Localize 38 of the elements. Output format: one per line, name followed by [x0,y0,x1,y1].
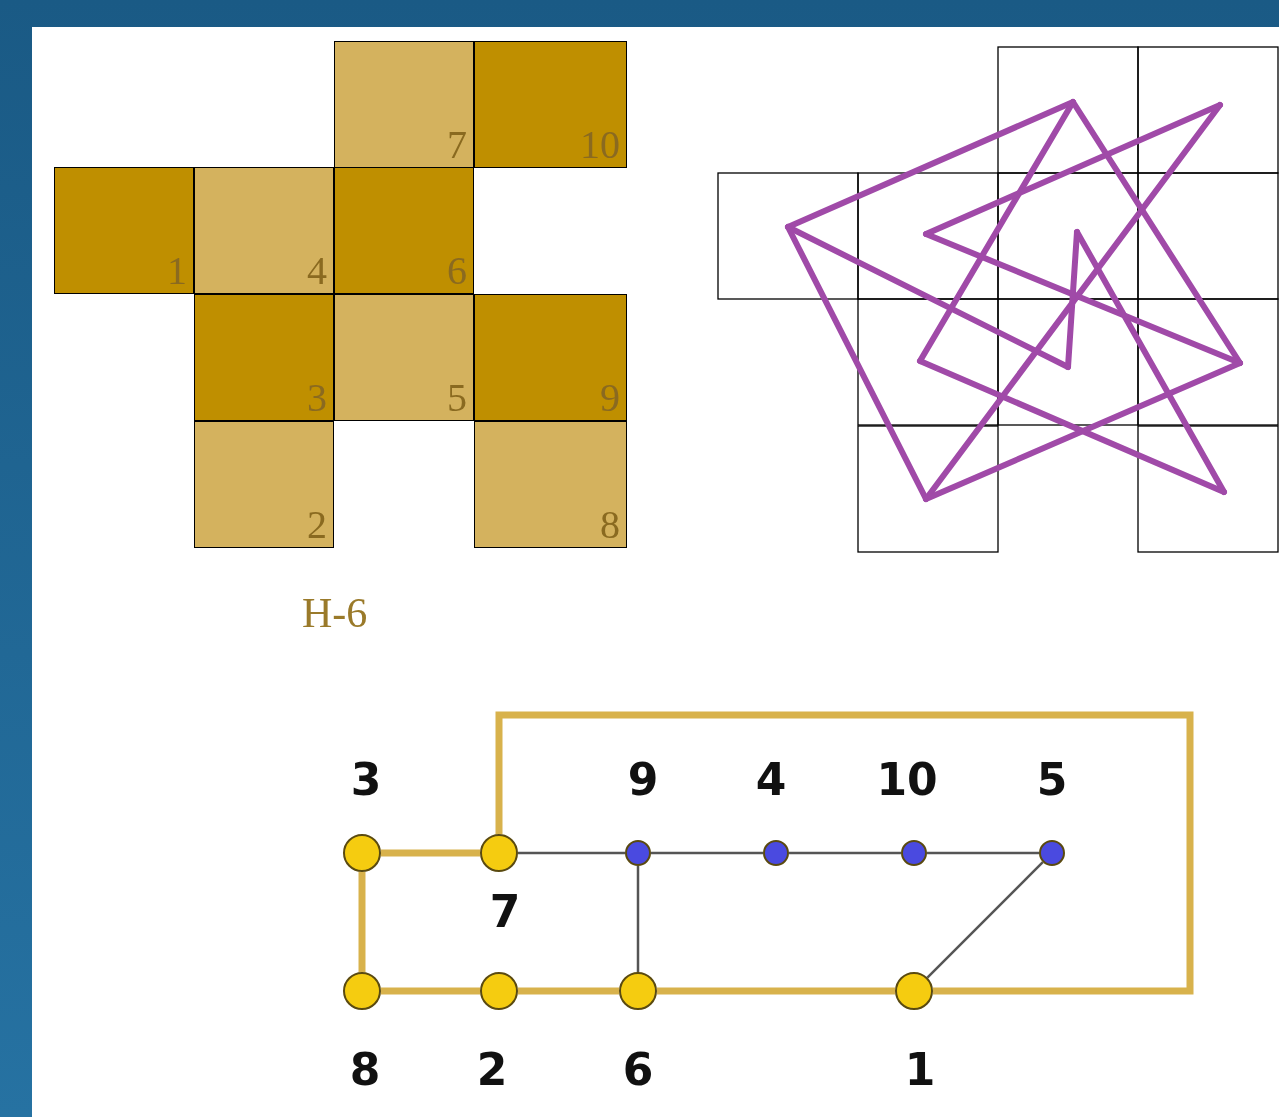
vertex-label: 2 [476,1048,508,1092]
vertex-label: 4 [755,758,787,802]
square-tile [194,421,334,548]
vertex-label: 6 [622,1048,654,1092]
connector-line [358,872,366,972]
vertex-label: 9 [627,758,659,802]
figure-caption: H-6 [302,590,368,637]
square-tile [194,167,334,294]
connector-line [495,711,1194,995]
vertex-label: 8 [349,1048,381,1092]
square-tile [194,294,334,421]
vertex-label: 5 [1036,758,1068,802]
square-number: 5 [447,378,467,418]
connector-line [381,849,480,857]
square-tile [334,294,474,421]
square-number: 7 [447,125,467,165]
connector-line [789,851,901,855]
square-number: 8 [600,505,620,545]
connector-line [657,987,895,995]
square-tile [474,421,627,548]
vertex-label: 1 [904,1048,936,1092]
connector-line [636,866,640,972]
vertex-label: 10 [876,758,938,802]
connector-line [381,987,480,995]
square-tile [54,167,194,294]
square-number: 4 [307,251,327,291]
square-tile [474,41,627,168]
connector-line [926,861,1044,979]
square-number: 2 [307,505,327,545]
connector-line [518,851,625,855]
square-tile [334,167,474,294]
connector-line [518,987,619,995]
vertex-label: 3 [350,758,382,802]
square-tile [474,294,627,421]
connector-line [927,851,1039,855]
connector-line [651,851,763,855]
vertex-label: 7 [489,890,521,934]
square-tile [334,41,474,168]
